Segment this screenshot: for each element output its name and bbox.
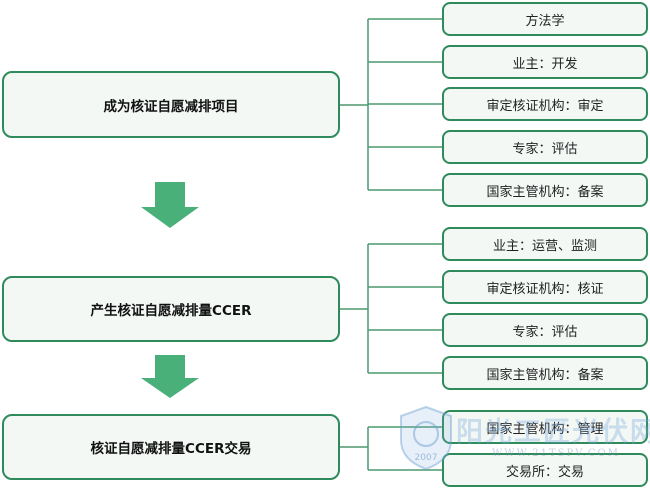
stage-1-label: 成为核证自愿减排项目 xyxy=(103,98,239,115)
stage-3-label: 核证自愿减排量CCER交易 xyxy=(90,441,252,457)
stage-3-box: 核证自愿减排量CCER交易 xyxy=(2,414,340,480)
stage-1-sub-5: 国家主管机构：备案 xyxy=(442,173,648,207)
stage-2-sub-4: 国家主管机构：备案 xyxy=(442,356,648,390)
stage-2-label: 产生核证自愿减排量CCER xyxy=(90,303,252,319)
stage-2-box: 产生核证自愿减排量CCER xyxy=(2,276,340,342)
stage-2-sub-1: 业主：运营、监测 xyxy=(442,227,648,261)
stage-1-sub-3: 审定核证机构：审定 xyxy=(442,87,648,121)
stage-1-sub-4: 专家：评估 xyxy=(442,130,648,164)
stage-3-sub-2: 交易所：交易 xyxy=(442,453,648,487)
down-arrow-icon xyxy=(141,355,199,398)
stage-1-box: 成为核证自愿减排项目 xyxy=(2,71,340,138)
stage-3-sub-1: 国家主管机构：管理 xyxy=(442,410,648,444)
stage-2-sub-2: 审定核证机构：核证 xyxy=(442,270,648,304)
down-arrow-icon xyxy=(141,182,199,228)
stage-1-sub-1: 方法学 xyxy=(442,2,648,36)
stage-1-sub-2: 业主：开发 xyxy=(442,45,648,79)
stage-2-sub-3: 专家：评估 xyxy=(442,313,648,347)
